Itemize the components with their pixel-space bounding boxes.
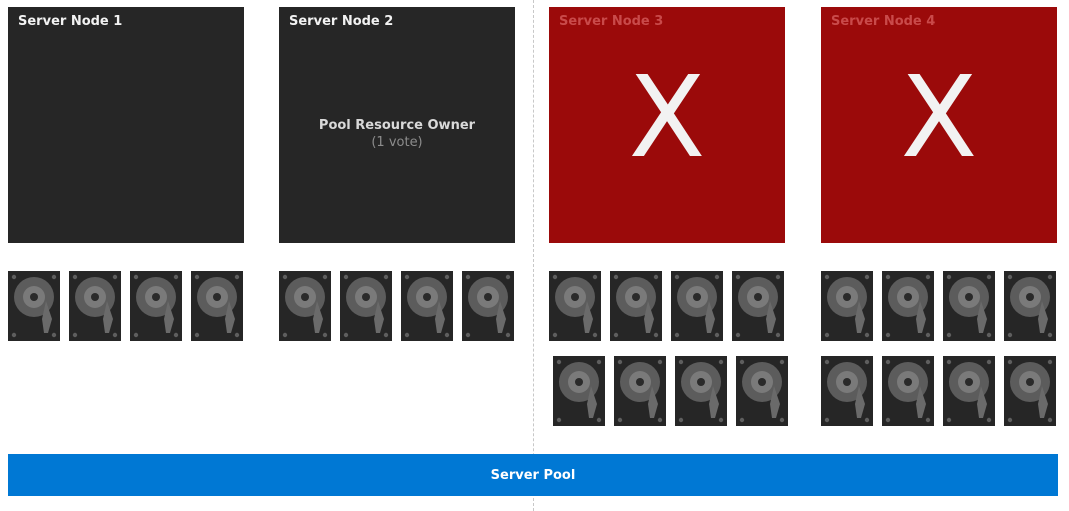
hard-drive-icon xyxy=(69,271,121,341)
hard-drive-icon xyxy=(1004,356,1056,426)
vote-count-label: (1 vote) xyxy=(371,135,423,150)
hard-drive-icon xyxy=(882,271,934,341)
hard-drive-icon xyxy=(675,356,727,426)
node-title: Server Node 3 xyxy=(559,14,664,29)
hard-drive-icon xyxy=(732,271,784,341)
failure-x-mark: X xyxy=(900,53,978,183)
node-title: Server Node 2 xyxy=(289,14,394,29)
node-title: Server Node 1 xyxy=(18,14,123,29)
hard-drive-icon xyxy=(549,271,601,341)
hard-drive-icon xyxy=(279,271,331,341)
datacenter-divider xyxy=(533,0,534,511)
failure-x-mark: X xyxy=(628,53,706,183)
hard-drive-icon xyxy=(882,356,934,426)
hard-drive-icon xyxy=(821,356,873,426)
hard-drive-icon xyxy=(736,356,788,426)
hard-drive-icon xyxy=(821,271,873,341)
hard-drive-icon xyxy=(1004,271,1056,341)
server-node-4: Server Node 4 X xyxy=(821,7,1057,243)
hard-drive-icon xyxy=(614,356,666,426)
hard-drive-icon xyxy=(401,271,453,341)
server-node-3: Server Node 3 X xyxy=(549,7,785,243)
server-node-2: Server Node 2 Pool Resource Owner (1 vot… xyxy=(279,7,515,243)
hard-drive-icon xyxy=(943,271,995,341)
hard-drive-icon xyxy=(943,356,995,426)
hard-drive-icon xyxy=(191,271,243,341)
node-title: Server Node 4 xyxy=(831,14,936,29)
pool-resource-owner-label: Pool Resource Owner xyxy=(318,118,476,133)
hard-drive-icon xyxy=(340,271,392,341)
hard-drive-icon xyxy=(610,271,662,341)
server-pool-bar: Server Pool xyxy=(8,454,1058,496)
hard-drive-icon xyxy=(671,271,723,341)
server-node-1: Server Node 1 xyxy=(8,7,244,243)
hard-drive-icon xyxy=(8,271,60,341)
hard-drive-icon xyxy=(130,271,182,341)
hard-drive-icon xyxy=(462,271,514,341)
hard-drive-icon xyxy=(553,356,605,426)
